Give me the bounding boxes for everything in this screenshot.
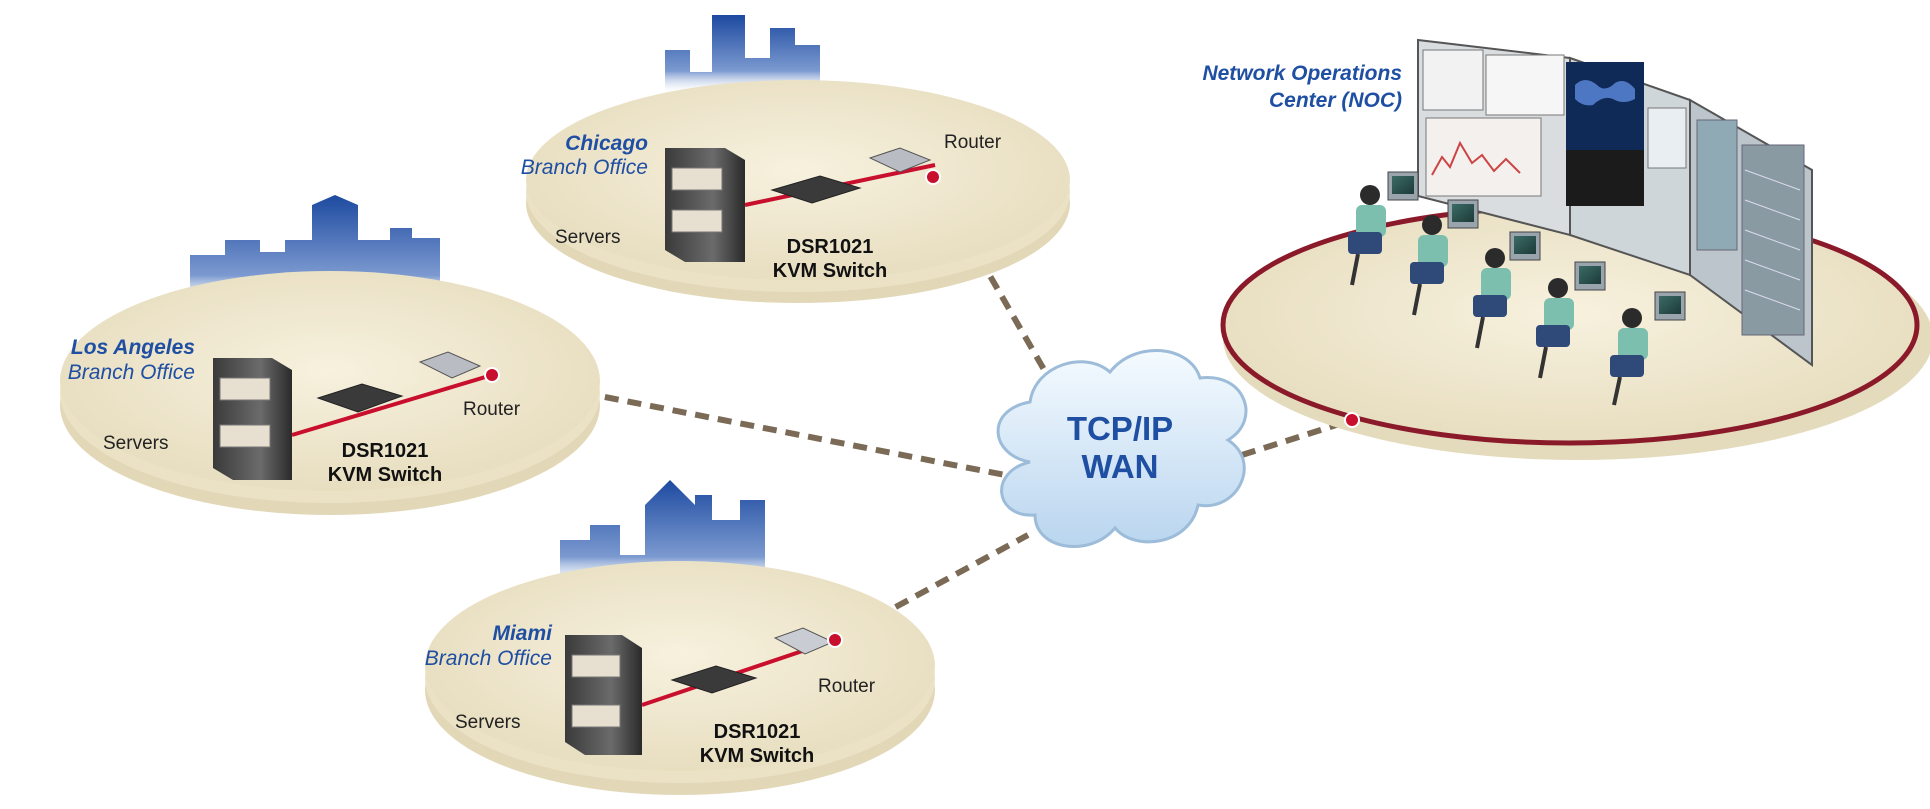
wall-screen-terminal <box>1566 150 1644 206</box>
video-wall <box>1417 38 1813 367</box>
chicago-switch-label-1: DSR1021 <box>787 236 874 258</box>
link-los-angeles-wan <box>491 372 1006 478</box>
noc-site: Network Operations Center (NOC) <box>1202 38 1930 460</box>
wan-label-line1: TCP/IP <box>1067 410 1173 447</box>
los-angeles-office: Branch Office <box>68 361 195 384</box>
noc-title-line2: Center (NOC) <box>1269 89 1402 112</box>
noc-title-line1: Network Operations <box>1202 62 1402 85</box>
chicago-router <box>868 147 932 173</box>
workstation-5 <box>1610 291 1686 406</box>
los-angeles-site: Los Angeles Branch Office Servers DSR102… <box>60 195 600 515</box>
wan-cloud: TCP/IP WAN <box>996 349 1248 549</box>
los-angeles-servers-label: Servers <box>103 433 168 454</box>
chicago-site: Chicago Branch Office Servers DSR1021 KV… <box>521 15 1070 303</box>
miami-city: Miami <box>492 622 553 645</box>
los-angeles-router <box>418 351 482 379</box>
los-angeles-kvm-switch <box>316 383 404 413</box>
miami-switch-label-1: DSR1021 <box>714 721 801 743</box>
los-angeles-server-rack <box>213 358 292 480</box>
workstation-3 <box>1473 231 1541 349</box>
miami-site: Miami Branch Office Servers DSR1021 KVM … <box>425 480 935 795</box>
chicago-servers-label: Servers <box>555 227 620 248</box>
chicago-kvm-switch <box>770 175 862 204</box>
los-angeles-platform <box>60 271 600 491</box>
wall-screen-map <box>1566 62 1644 150</box>
miami-switch-label-2: KVM Switch <box>700 745 814 767</box>
chicago-router-label: Router <box>944 132 1002 153</box>
miami-server-rack <box>565 635 642 755</box>
miami-kvm-switch <box>670 665 758 694</box>
los-angeles-switch-label-1: DSR1021 <box>342 440 429 462</box>
chicago-office: Branch Office <box>521 156 648 179</box>
miami-platform <box>425 561 935 771</box>
workstation-4 <box>1536 261 1606 379</box>
wan-label-line2: WAN <box>1082 448 1159 485</box>
miami-servers-label: Servers <box>455 712 520 733</box>
cloud-shape <box>996 349 1248 549</box>
noc-connection-dot <box>1344 412 1360 428</box>
los-angeles-router-label: Router <box>463 399 521 420</box>
chicago-switch-label-2: KVM Switch <box>773 260 887 282</box>
chicago-server-rack <box>665 148 745 262</box>
los-angeles-switch-label-2: KVM Switch <box>328 464 442 486</box>
workstation-2 <box>1410 199 1479 316</box>
miami-office: Branch Office <box>425 647 552 670</box>
workstation-1 <box>1348 171 1419 286</box>
chicago-city: Chicago <box>565 132 648 155</box>
los-angeles-city: Los Angeles <box>71 336 195 359</box>
noc-operators <box>1348 171 1686 406</box>
miami-router-label: Router <box>818 676 876 697</box>
chicago-skyline <box>665 15 820 95</box>
chicago-platform <box>526 80 1070 280</box>
